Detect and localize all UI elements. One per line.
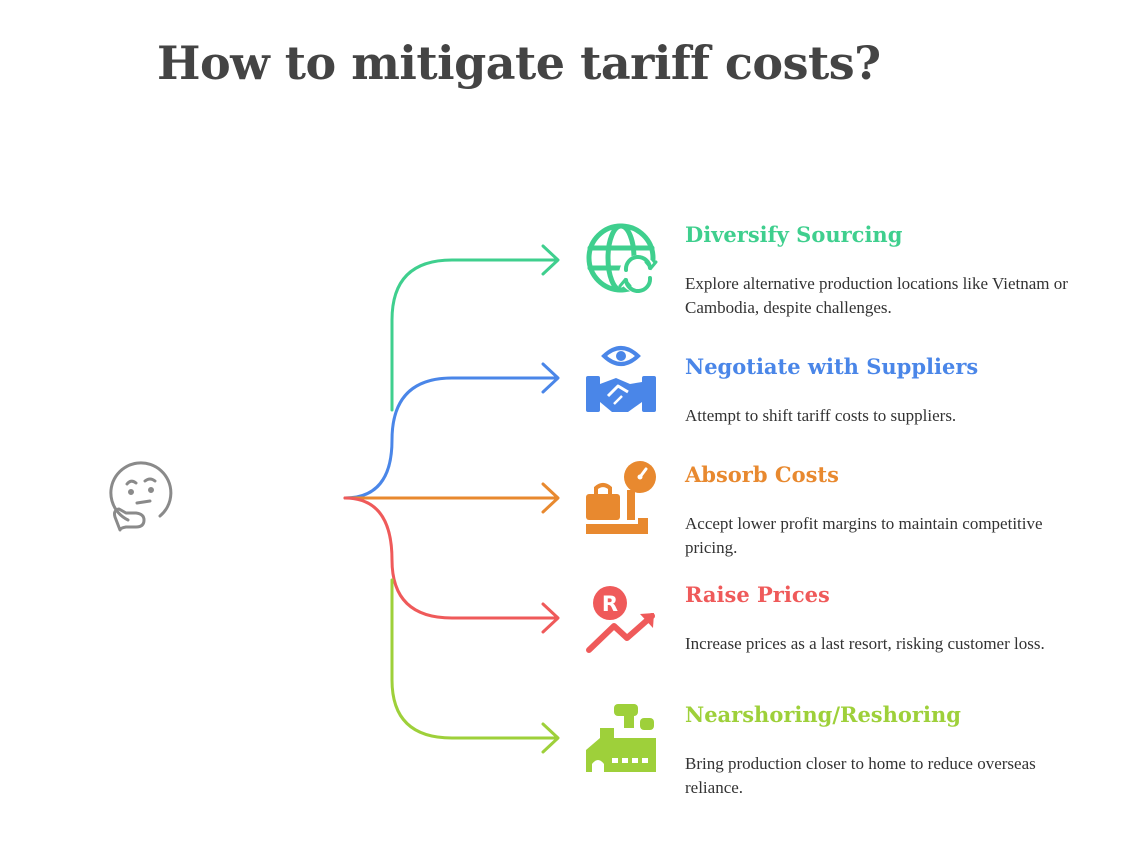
branch-line-diversify-sourcing — [390, 258, 558, 412]
page-title: How to mitigate tariff costs? — [157, 36, 881, 90]
thinking-face-icon — [109, 461, 173, 532]
item-description-nearshoring: Bring production closer to home to reduc… — [685, 754, 1036, 797]
arrowhead-nearshoring — [541, 722, 560, 754]
branch-line-raise-prices — [343, 496, 558, 620]
factory-icon — [586, 704, 656, 772]
globe-refresh-icon — [586, 223, 658, 293]
arrowhead-diversify-sourcing — [541, 244, 560, 276]
item-description-negotiate-suppliers: Attempt to shift tariff costs to supplie… — [685, 406, 957, 425]
arrowhead-negotiate-suppliers — [541, 362, 560, 394]
arrowhead-raise-prices — [541, 602, 560, 634]
svg-text:R: R — [602, 592, 618, 616]
item-description-diversify-sourcing: Explore alternative production locations… — [685, 274, 1068, 317]
item-title-nearshoring: Nearshoring/Reshoring — [685, 702, 961, 727]
item-title-negotiate-suppliers: Negotiate with Suppliers — [685, 354, 979, 379]
handshake-eye-icon — [586, 346, 656, 412]
item-title-diversify-sourcing: Diversify Sourcing — [685, 222, 903, 247]
item-title-raise-prices: Raise Prices — [685, 582, 830, 607]
item-title-absorb-costs: Absorb Costs — [685, 462, 839, 487]
item-description-raise-prices: Increase prices as a last resort, riskin… — [685, 634, 1045, 653]
branch-line-nearshoring — [390, 578, 558, 740]
branch-line-negotiate-suppliers — [343, 376, 558, 500]
scale-weight-icon — [586, 461, 656, 534]
item-description-absorb-costs: Accept lower profit margins to maintain … — [685, 514, 1043, 557]
rupee-trend-up-icon: R — [586, 586, 655, 653]
arrowhead-absorb-costs — [541, 482, 560, 514]
